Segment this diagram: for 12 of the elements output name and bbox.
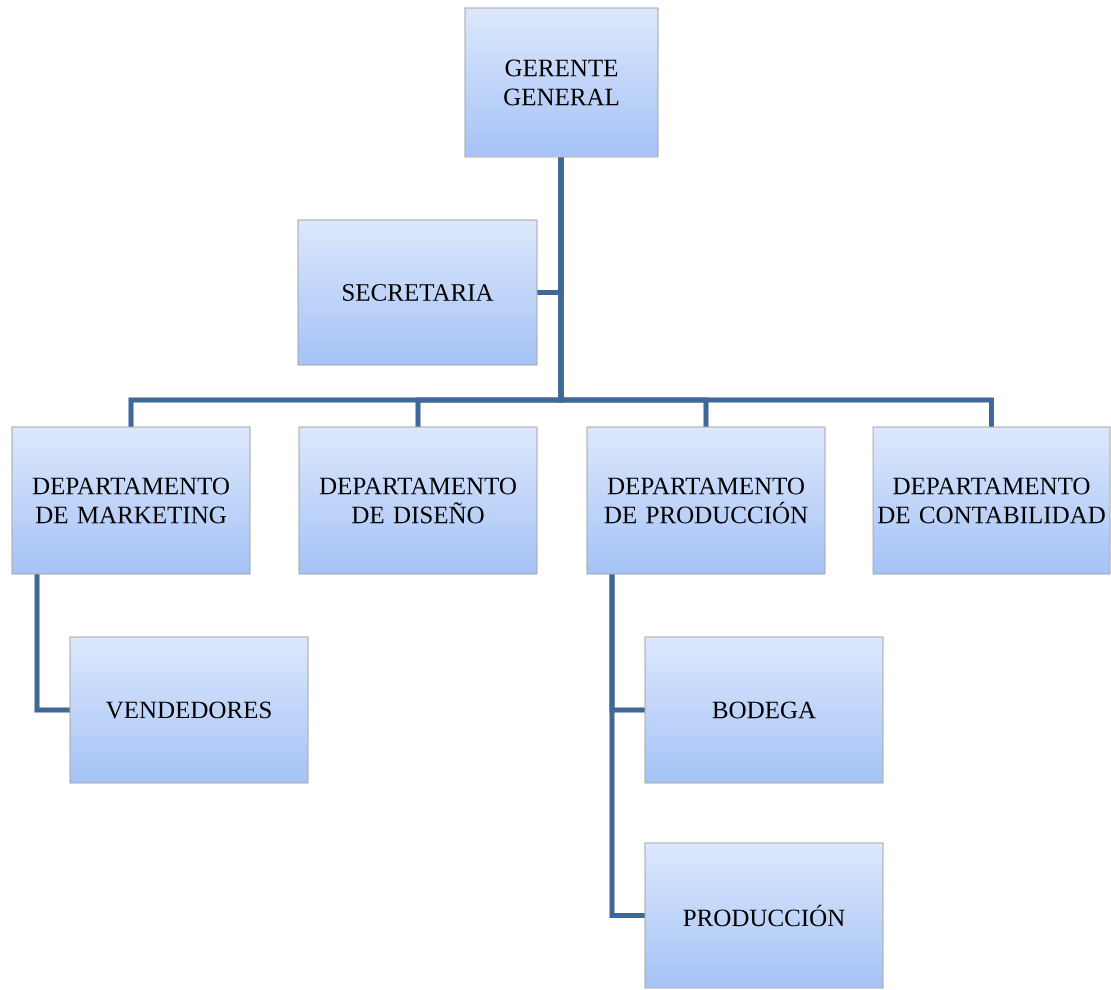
org-box: DEPARTAMENTO DE MARKETING xyxy=(11,426,251,575)
org-box: DEPARTAMENTO DE DISEÑO xyxy=(298,426,538,575)
org-box: VENDEDORES xyxy=(69,636,309,784)
org-box: BODEGA xyxy=(644,636,884,784)
connector-line xyxy=(558,157,994,427)
org-box: PRODUCCIÓN xyxy=(644,842,884,989)
org-box: SECRETARIA xyxy=(297,219,538,366)
connector-line xyxy=(609,574,645,918)
org-box: DEPARTAMENTO DE CONTABILIDAD xyxy=(872,426,1111,575)
org-box: DEPARTAMENTO DE PRODUCCIÓN xyxy=(586,426,826,575)
connector-line xyxy=(34,574,70,713)
org-box: GERENTE GENERAL xyxy=(464,7,659,158)
